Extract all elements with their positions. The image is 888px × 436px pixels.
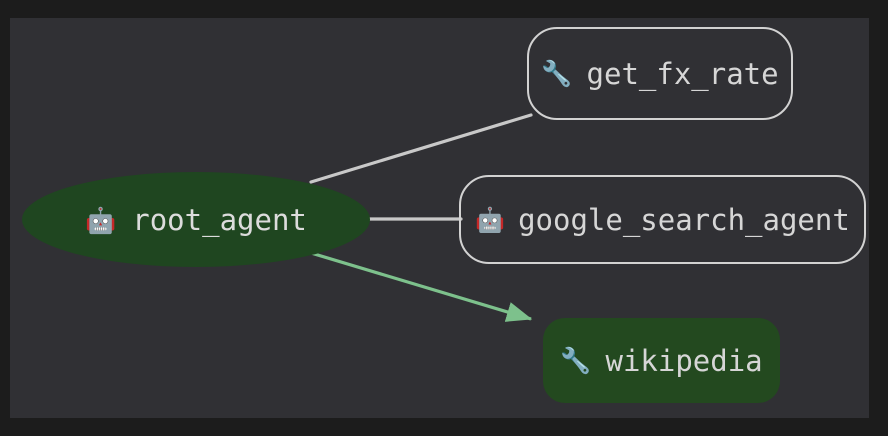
robot-icon: 🤖 xyxy=(85,206,117,235)
graph-node-get-fx-rate[interactable]: 🔧 get_fx_rate xyxy=(527,27,793,120)
wrench-icon: 🔧 xyxy=(560,346,592,375)
robot-icon: 🤖 xyxy=(475,205,506,234)
wrench-icon: 🔧 xyxy=(541,59,573,88)
graph-node-label: root_agent xyxy=(132,202,307,237)
graph-node-label: wikipedia xyxy=(605,343,763,378)
graph-node-label: get_fx_rate xyxy=(586,56,779,91)
graph-node-root-agent[interactable]: 🤖 root_agent xyxy=(22,172,370,267)
graph-node-wikipedia[interactable]: 🔧 wikipedia xyxy=(543,318,780,403)
graph-node-label: google_search_agent xyxy=(518,202,850,237)
graph-node-google-search-agent[interactable]: 🤖 google_search_agent xyxy=(459,175,866,264)
